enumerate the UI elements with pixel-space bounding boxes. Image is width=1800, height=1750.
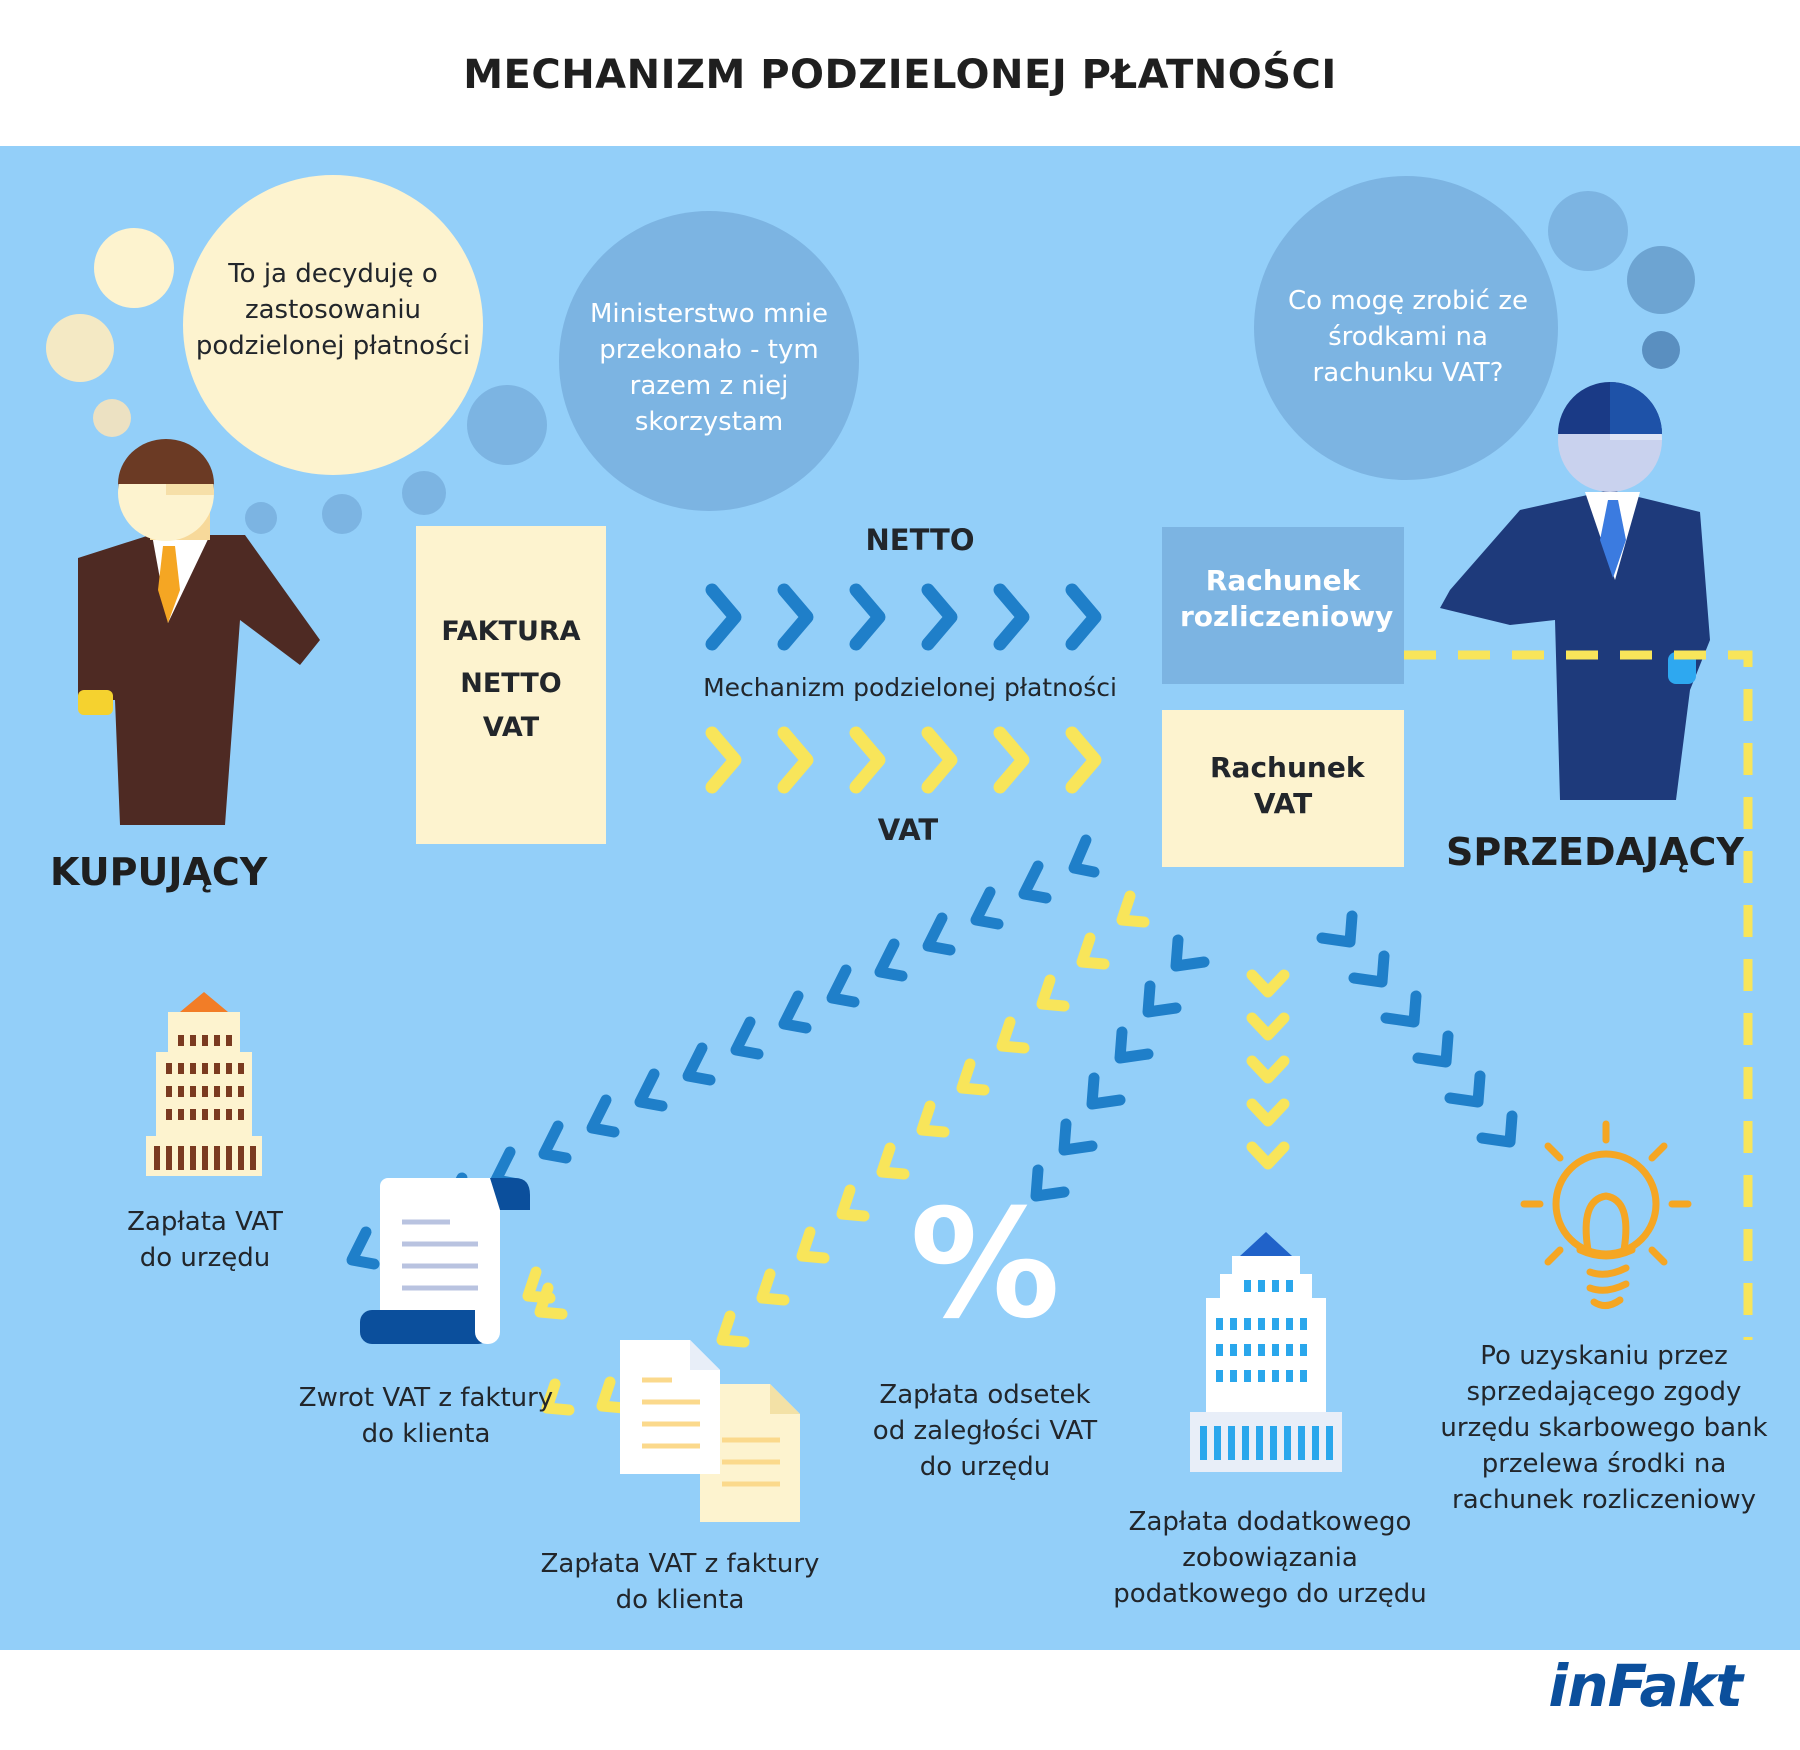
ministry-thought-bubble (245, 211, 859, 534)
invoice-title: FAKTURA (441, 616, 581, 647)
light-bulb-icon (1520, 1120, 1692, 1309)
vat-account-label: Rachunek VAT (1210, 751, 1365, 820)
ministry-thought-text: Ministerstwo mnie przekonało - tym razem… (590, 299, 828, 437)
use-vat-refund: Zwrot VAT z faktury do klienta (298, 1383, 554, 1449)
netto-chevrons (705, 583, 1102, 651)
buyer-label: KUPUJĄCY (50, 850, 268, 894)
page-title: MECHANIZM PODZIELONEJ PŁATNOŚCI (463, 52, 1337, 98)
use-vat-to-client: Zapłata VAT z faktury do klienta (540, 1549, 820, 1615)
infakt-logo: inFakt (1548, 1652, 1743, 1720)
use-interest: Zapłata odsetek od zaległości VAT do urz… (872, 1380, 1098, 1482)
netto-flow-label: NETTO (865, 523, 975, 557)
trail-bank-transfer (1316, 910, 1518, 1148)
settlement-account-label: Rachunek rozliczeniowy (1180, 564, 1394, 633)
vat-flow-label: VAT (877, 813, 939, 847)
use-additional-liability: Zapłata dodatkowego zobowiązania podatko… (1113, 1507, 1427, 1609)
dashed-return-line (1404, 650, 1753, 1340)
vat-chevrons (705, 726, 1102, 794)
buyer-thought-text: To ja decyduję o zastosowaniu podzielone… (195, 259, 471, 361)
buyer-thought-bubble (46, 175, 483, 475)
percent-icon: % (909, 1178, 1061, 1352)
seller-label: SPRZEDAJĄCY (1446, 830, 1744, 874)
settlement-account-box (1162, 527, 1404, 684)
trail-interest (1030, 934, 1210, 1202)
tax-office-building-icon (146, 992, 262, 1176)
vat-account-box (1162, 710, 1404, 867)
seller-thought-text: Co mogę zrobić ze środkami na rachunku V… (1288, 286, 1528, 388)
buyer-figure-icon (78, 439, 320, 825)
invoice-netto: NETTO (460, 668, 562, 699)
tax-authority-building-icon (1190, 1232, 1342, 1472)
invoice-vat: VAT (482, 712, 540, 743)
trail-additional-liability (1246, 969, 1290, 1170)
invoice-box (416, 526, 606, 844)
use-vat-to-office: Zapłata VAT do urzędu (127, 1207, 283, 1273)
mechanism-label: Mechanizm podzielonej płatności (703, 673, 1117, 702)
seller-figure-icon (1440, 382, 1710, 800)
seller-thought-bubble (1254, 176, 1695, 480)
use-bank-transfer: Po uzyskaniu przez sprzedającego zgody u… (1440, 1341, 1768, 1515)
scroll-document-icon (360, 1178, 530, 1344)
documents-icon (620, 1340, 800, 1522)
